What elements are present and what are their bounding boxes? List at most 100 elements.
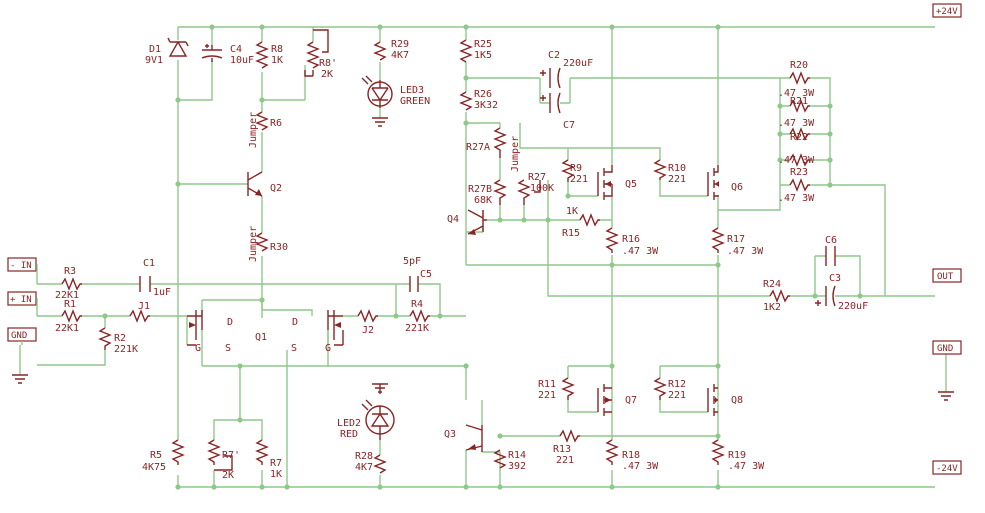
label-r1: R1 [64,299,76,310]
resistor-r12 [653,377,667,400]
led-led2 [361,399,395,440]
labels: D1 9V1 C4 10uF R8 1K R8' 2K R29 4K7 LED3… [55,39,868,481]
resistor-r10 [653,159,667,180]
svg-text:+24V: +24V [936,7,958,17]
label-r18v: .47 3W [622,461,659,472]
resistor-r1 [61,309,82,323]
resistor-r17 [711,227,725,253]
label-c1v: 1uF [153,287,171,298]
resistor-r28 [373,454,387,474]
label-jumper2: Jumper [510,136,521,172]
label-c4v: 10uF [230,55,254,66]
label-r28v: 4K7 [355,462,373,473]
resistor-r26 [459,91,473,111]
label-r13: R13 [553,444,571,455]
resistor-r9 [561,159,575,182]
jfet-q1-right [327,310,343,340]
label-q6: Q6 [731,182,743,193]
label-q1: Q1 [255,332,267,343]
label-r7v: 1K [270,469,282,480]
label-r17v: .47 3W [727,246,764,257]
label-r29v: 4K7 [391,50,409,61]
zener-diode-d1 [167,37,189,57]
svg-text:- IN: - IN [10,261,32,271]
label-r12: R12 [668,379,686,390]
label-r26v: 3K32 [474,100,498,111]
svg-text:-24V: -24V [936,464,958,474]
label-q2: Q2 [270,183,282,194]
label-c7: C7 [563,120,575,131]
label-c3: C3 [829,273,841,284]
led-led3 [361,75,393,108]
resistor-r21 [789,99,810,113]
resistor-r23b [789,178,810,192]
resistor-r4 [409,309,430,323]
label-r25v: 1K5 [474,50,492,61]
label-q4: Q4 [447,214,459,225]
mosfet-q8 [707,384,718,416]
resistor-r14 [493,449,507,469]
resistor-r11 [561,377,575,400]
port-gnd-left: GND [7,327,37,342]
label-led3: LED3 [400,85,424,96]
resistor-r2 [98,327,112,350]
capacitor-c2 [540,67,561,89]
label-r27a: R27A [466,142,490,153]
label-d1v: 9V1 [145,55,163,66]
label-r2v: 221K [114,344,138,355]
label-r21v: .47 3W [778,118,815,129]
label-q3: Q3 [444,429,456,440]
resistor-r23 [789,153,810,167]
label-r15v: 1K [566,206,578,217]
label-r4: R4 [411,299,423,310]
svg-text:GND: GND [11,331,27,341]
label-r19v: .47 3W [728,461,765,472]
label-r12v: 221 [668,390,686,401]
label-r21: R21 [790,96,808,107]
label-r13v: 221 [556,455,574,466]
label-r3v: 22K1 [55,290,79,301]
port-in-pos: + IN [7,291,37,306]
resistor-r27b [493,179,507,205]
mosfet-q7 [597,384,612,416]
label-r15: R15 [562,228,580,239]
label-r14v: 392 [508,461,526,472]
label-r10v: 221 [668,174,686,185]
potentiometer-r8p [304,29,329,77]
ground-led2 [372,383,388,394]
label-r3: R3 [64,266,76,277]
label-r8p: R8' [319,58,337,69]
label-r7: R7 [270,458,282,469]
label-c5v: 5pF [403,256,421,267]
label-c2v: 220uF [563,58,593,69]
svg-text:+ IN: + IN [10,295,32,305]
label-r4v: 221K [405,323,429,334]
label-c1: C1 [143,258,155,269]
ground-right [938,391,954,401]
resistor-r15 [579,213,600,227]
label-r16v: .47 3W [622,246,659,257]
label-r27: R27 [528,172,546,183]
resistor-r8 [255,41,269,69]
transistor-q2 [247,171,263,197]
label-r22: R22 [790,132,808,143]
label-r19: R19 [728,450,746,461]
resistor-r30 [255,232,269,252]
label-c6: C6 [825,235,837,246]
label-s-right: S [291,343,297,354]
label-r18: R18 [622,450,640,461]
label-r16: R16 [622,234,640,245]
label-r27bv: 68K [474,195,492,206]
label-r9v: 221 [570,174,588,185]
resistor-r27a [493,127,507,158]
capacitor-c4 [201,44,223,62]
resistor-r20 [789,71,810,85]
label-jumper1: Jumper [248,112,259,148]
transistor-q3 [465,424,483,452]
jfet-q1-left [187,310,203,340]
label-r27v: 100K [530,183,554,194]
port-p24: +24V [932,3,962,18]
label-c5: C5 [420,269,432,280]
label-r8v: 1K [271,55,283,66]
label-r11: R11 [538,379,556,390]
